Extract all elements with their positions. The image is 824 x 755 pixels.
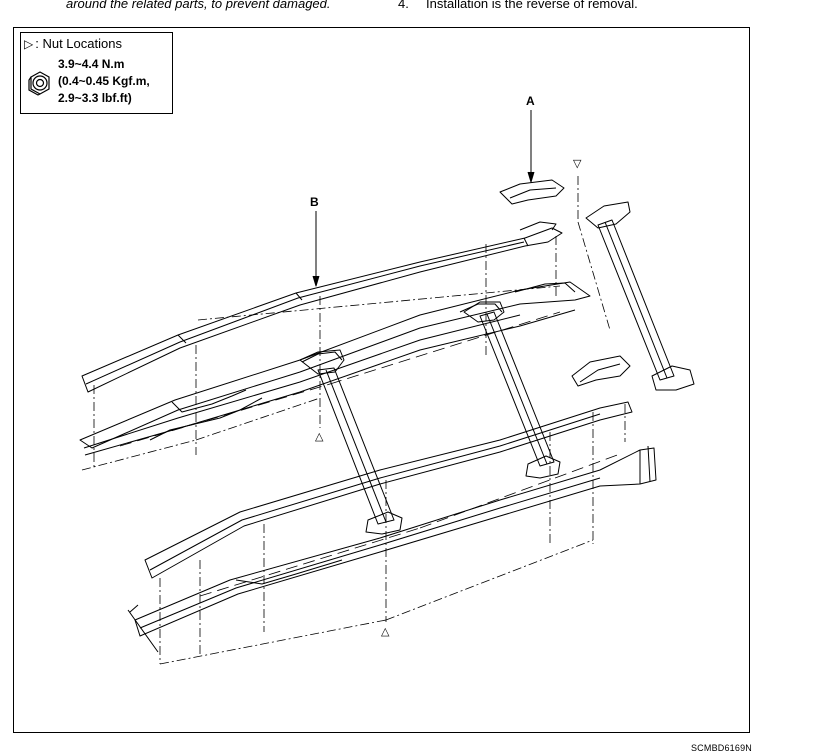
nut-marker-icon: △: [381, 626, 390, 638]
cross-bar-exploded: [585, 201, 695, 391]
rear-cover: [499, 179, 565, 205]
cross-bar-middle: [463, 301, 561, 479]
upper-rail-base: [79, 281, 591, 456]
diagram-frame: [13, 27, 750, 733]
legend-title-text: : Nut Locations: [35, 36, 122, 51]
callout-b: B: [310, 195, 319, 209]
front-cover: [571, 355, 631, 387]
nut-marker-icon: ▽: [573, 158, 582, 170]
nut-marker-icon: △: [315, 431, 324, 443]
figure-code: SCMBD6169N: [690, 743, 752, 753]
step-text: Installation is the reverse of removal.: [426, 0, 638, 11]
torque-nm: 3.9~4.4 N.m: [58, 57, 125, 71]
nut-icon: [28, 71, 50, 96]
torque-kgfm: (0.4~0.45 Kgf.m,: [58, 74, 150, 88]
instruction-text-left: around the related parts, to prevent dam…: [66, 0, 331, 11]
callout-a: A: [526, 94, 535, 108]
torque-spec: 3.9~4.4 N.m (0.4~0.45 Kgf.m, 2.9~3.3 lbf…: [58, 56, 150, 107]
nut-locations-legend: ▷: Nut Locations 3.9~4.4 N.m (0.4~0.45 K…: [20, 32, 173, 114]
cross-bar-left: [299, 349, 403, 535]
nut-marker-icon: ▷: [24, 37, 34, 51]
step-number: 4.: [398, 0, 409, 11]
side-rail-b: [81, 221, 563, 393]
legend-title: ▷: Nut Locations: [24, 36, 122, 51]
instruction-step-4: 4. Installation is the reverse of removal…: [398, 0, 638, 11]
side-rail-lower: [127, 401, 657, 653]
torque-lbfft: 2.9~3.3 lbf.ft): [58, 91, 132, 105]
